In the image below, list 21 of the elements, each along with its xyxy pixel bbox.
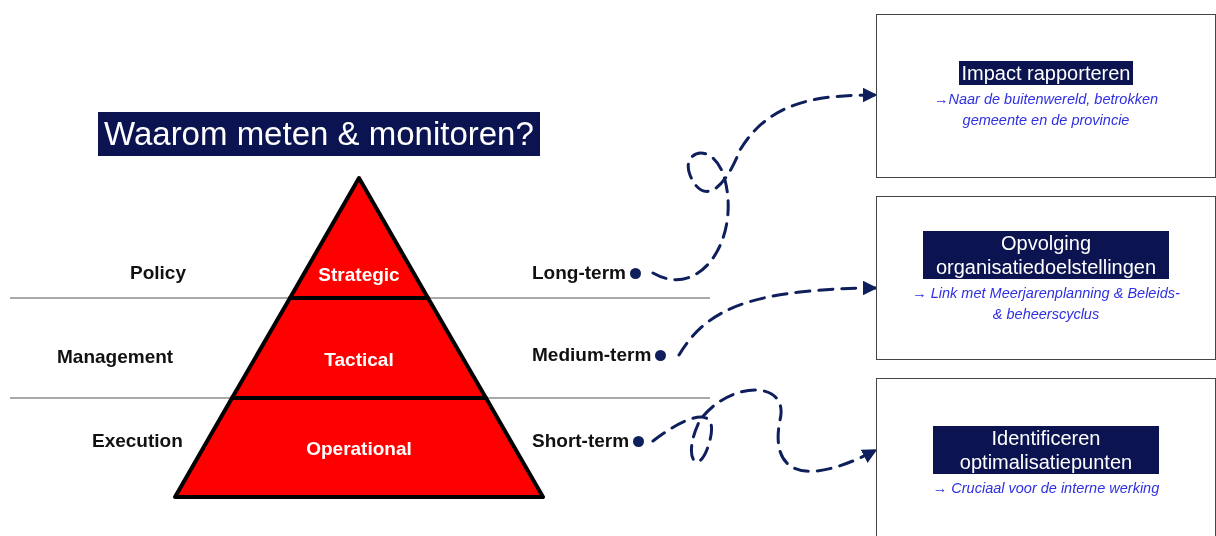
tier-label: Tactical	[323, 349, 395, 371]
box-heading: Impact rapporteren	[958, 61, 1134, 85]
info-box	[876, 378, 1216, 536]
dashed-arrow	[651, 388, 878, 473]
box-heading: Identificeren optimalisatiepunten	[933, 426, 1159, 475]
term-label: Long-term	[532, 262, 626, 284]
title: Waarom meten & monitoren?	[98, 112, 540, 156]
level-label: Policy	[130, 262, 186, 284]
box-description: →Naar de buitenwereld, betrokken gemeente en de provincie	[932, 90, 1160, 130]
tier-label: Strategic	[317, 264, 401, 286]
term-label: Short-term	[532, 430, 630, 452]
term-label: Medium-term	[532, 344, 652, 366]
level-label: Execution	[92, 430, 183, 452]
level-label: Management	[57, 346, 174, 368]
box-description: → Link met Meerjarenplanning & Beleids- & beheerscyclus	[911, 284, 1181, 324]
box-description: → Cruciaal voor de interne werking	[932, 479, 1160, 499]
box-heading: Opvolging organisatiedoelstellingen	[923, 231, 1169, 279]
dashed-arrow	[677, 280, 878, 357]
info-box	[876, 196, 1216, 360]
info-box	[876, 14, 1216, 178]
dashed-arrow	[651, 87, 878, 282]
